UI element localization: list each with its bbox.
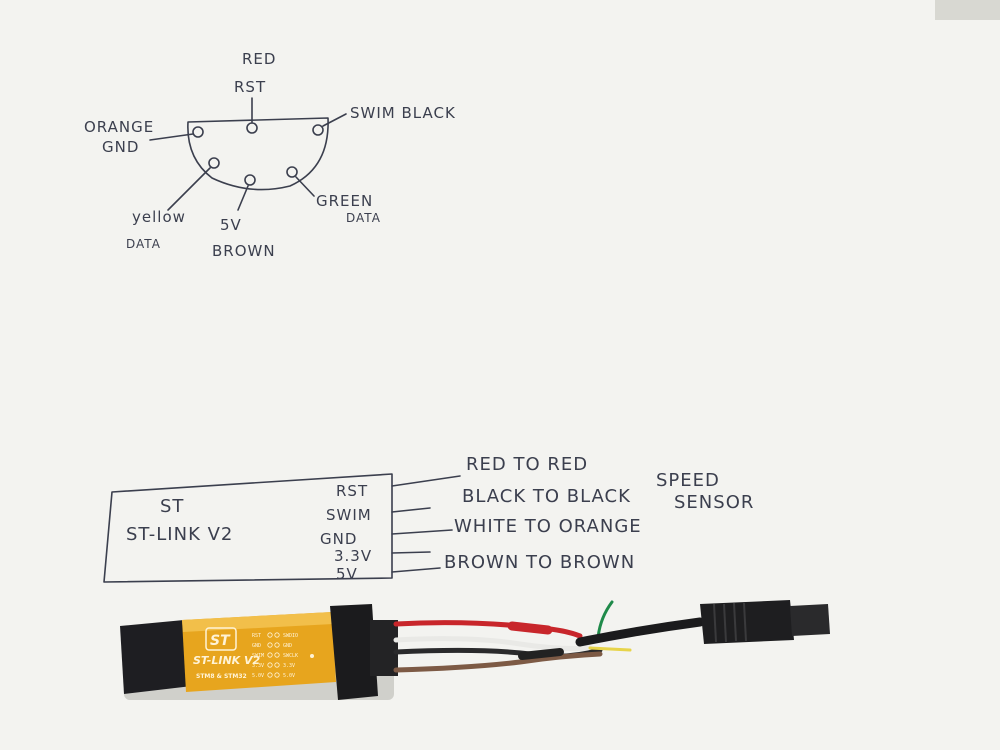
lead-33v xyxy=(391,551,431,554)
5v-leader-line xyxy=(237,185,249,211)
pin-dot xyxy=(267,652,273,658)
green-leader-line xyxy=(295,176,315,197)
wiring-red: RED TO RED xyxy=(466,454,588,475)
swim-leader-line xyxy=(322,113,347,127)
rst-label: RST xyxy=(234,78,266,96)
connector-pinout-sketch: RED RST SWIM BLACK ORANGE GND yellow DAT… xyxy=(84,50,456,260)
sketch-pin-5v: 5V xyxy=(336,565,358,583)
lead-5v xyxy=(391,567,441,573)
stlink-device: ST ST-LINK V2 STM8 & STM32 RST GND SWIM … xyxy=(120,600,830,700)
green-role-label: DATA xyxy=(346,211,381,225)
wiring-black: BLACK TO BLACK xyxy=(462,486,631,507)
plug-grip-line xyxy=(723,603,727,643)
pin-dot xyxy=(274,642,280,648)
plug-grip-line xyxy=(743,602,747,642)
note-speed: SPEED xyxy=(656,470,720,491)
right-pin-2: GND xyxy=(283,643,292,649)
sketch-brand-label: ST xyxy=(160,496,184,517)
yellow-label: yellow xyxy=(132,208,186,226)
right-pin-3: SWCLK xyxy=(283,653,298,659)
5v-label: 5V xyxy=(220,216,242,234)
wire-brown xyxy=(393,651,603,673)
pin-dot xyxy=(267,642,273,648)
header-connector xyxy=(330,604,378,700)
pin-rst-circle xyxy=(246,122,258,134)
green-label: GREEN xyxy=(316,192,373,210)
connector-outline xyxy=(187,117,329,191)
yellow-leader-line xyxy=(167,167,211,211)
gnd-color-label: ORANGE xyxy=(84,118,154,136)
status-led xyxy=(310,654,314,658)
gnd-label: GND xyxy=(102,138,139,156)
sketch-model-label: ST-LINK V2 xyxy=(126,524,233,545)
pin-dot xyxy=(274,632,280,638)
right-pin-5: 5.0V xyxy=(283,673,295,679)
pin-dot xyxy=(274,672,280,678)
plug-grip-line xyxy=(713,603,717,643)
pin-dot xyxy=(267,672,273,678)
pin-dot xyxy=(267,662,273,668)
programmer-wiring-sketch: ST ST-LINK V2 RST SWIM GND 3.3V 5V RED T… xyxy=(103,454,754,583)
pin-dot xyxy=(274,652,280,658)
paper-corner-shadow xyxy=(935,0,1000,20)
pin-dot xyxy=(274,662,280,668)
pin-5v-circle xyxy=(244,174,256,186)
wiring-white: WHITE TO ORANGE xyxy=(454,516,642,537)
lead-swim xyxy=(391,507,431,513)
lead-rst xyxy=(391,475,461,487)
rst-color-label: RED xyxy=(242,50,276,68)
st-logo-box xyxy=(205,627,237,651)
wire-white xyxy=(393,636,593,651)
st-logo-text: ST xyxy=(210,633,231,649)
right-pin-1: SWDIO xyxy=(283,633,298,639)
programmer-body-highlight xyxy=(182,612,333,632)
lead-gnd xyxy=(391,529,453,535)
left-pin-4: 3.3V xyxy=(252,663,264,669)
pin-green-circle xyxy=(286,166,298,178)
usb-cap xyxy=(120,620,192,694)
gnd-leader-line xyxy=(149,133,194,141)
wire-yellow xyxy=(588,646,632,652)
device-model-label: ST-LINK V2 xyxy=(193,654,261,667)
sensor-plug-tip xyxy=(790,604,830,636)
header-connector-front xyxy=(370,620,398,676)
device-sublabel: STM8 & STM32 xyxy=(196,673,247,680)
programmer-sketch-box xyxy=(103,473,393,583)
left-pin-5: 5.0V xyxy=(252,673,264,679)
left-pin-2: GND xyxy=(252,643,261,649)
programmer-body xyxy=(182,612,336,692)
5v-color-label: BROWN xyxy=(212,242,276,260)
pin-dot xyxy=(267,632,273,638)
plug-grip-line xyxy=(733,602,737,642)
sketch-pin-rst: RST xyxy=(336,482,368,500)
note-sensor: SENSOR xyxy=(674,492,754,513)
wiring-brown: BROWN TO BROWN xyxy=(444,552,635,573)
sketch-pin-gnd: GND xyxy=(320,530,357,548)
swim-label: SWIM BLACK xyxy=(350,104,456,122)
heat-shrink-black xyxy=(518,648,564,660)
yellow-role-label: DATA xyxy=(126,237,161,251)
sketch-pin-33v: 3.3V xyxy=(334,547,372,565)
right-pin-4: 3.3V xyxy=(283,663,295,669)
pin-yellow-circle xyxy=(208,157,220,169)
left-pin-1: RST xyxy=(252,633,261,639)
sketch-pin-swim: SWIM xyxy=(326,506,372,524)
pin-gnd-circle xyxy=(192,126,204,138)
heat-shrink-red xyxy=(507,621,553,635)
left-pin-3: SWIM xyxy=(252,653,264,659)
pin-swim-circle xyxy=(312,124,324,136)
sensor-cable xyxy=(575,617,705,647)
